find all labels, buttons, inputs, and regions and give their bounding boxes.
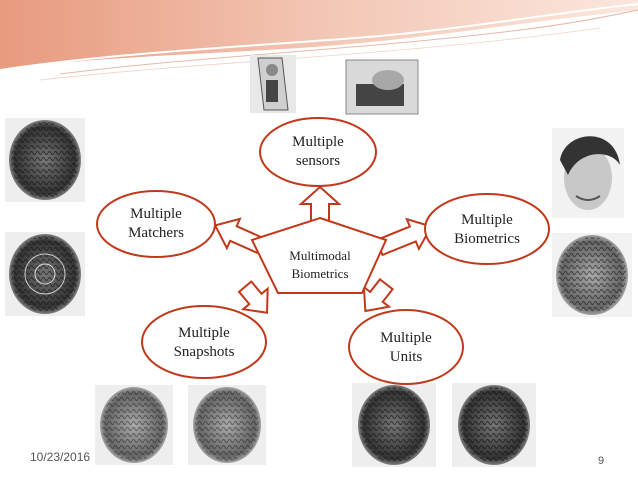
- node-biometrics-line1: Multiple: [461, 212, 513, 228]
- arrow-to-sensors: [298, 185, 342, 222]
- fingerprint-image-icon: [552, 233, 632, 317]
- fingerprint-image-icon: [188, 385, 266, 465]
- node-snapshots: Multiple Snapshots: [141, 305, 267, 379]
- node-sensors-line2: sensors: [296, 153, 340, 169]
- node-units-line2: Units: [390, 349, 423, 365]
- fingerprint-sensor-icon: [250, 55, 296, 113]
- node-units-line1: Multiple: [380, 330, 432, 346]
- center-label-line1: Multimodal: [289, 248, 351, 263]
- fingerprint-image-icon: [5, 118, 85, 202]
- fingerprint-image-icon: [452, 383, 536, 467]
- fingerprint-image-icon: [352, 383, 436, 467]
- node-snapshots-line1: Multiple: [178, 325, 230, 341]
- center-label-line2: Biometrics: [291, 266, 348, 281]
- node-matchers-line1: Multiple: [130, 206, 182, 222]
- node-biometrics: Multiple Biometrics: [424, 193, 550, 265]
- arrow-to-units: [362, 277, 395, 313]
- fingerprint-scanner-icon: [345, 59, 419, 115]
- header-banner: [0, 0, 638, 81]
- fingerprint-image-icon: [95, 385, 173, 465]
- arrow-to-biometrics: [375, 217, 433, 257]
- node-units: Multiple Units: [348, 309, 464, 385]
- center-pentagon: Multimodal Biometrics: [250, 216, 388, 294]
- page-number: 9: [598, 455, 605, 467]
- arrow-to-snapshots: [237, 280, 269, 314]
- node-sensors-line1: Multiple: [292, 134, 344, 150]
- node-biometrics-line2: Biometrics: [454, 231, 520, 247]
- footer-date: 10/23/2016: [30, 450, 91, 464]
- fingerprint-image-icon: [5, 232, 85, 316]
- node-matchers: Multiple Matchers: [96, 190, 216, 258]
- face-photo-icon: [552, 128, 624, 218]
- node-sensors: Multiple sensors: [259, 117, 377, 187]
- node-snapshots-line2: Snapshots: [174, 344, 235, 360]
- node-matchers-line2: Matchers: [128, 225, 184, 241]
